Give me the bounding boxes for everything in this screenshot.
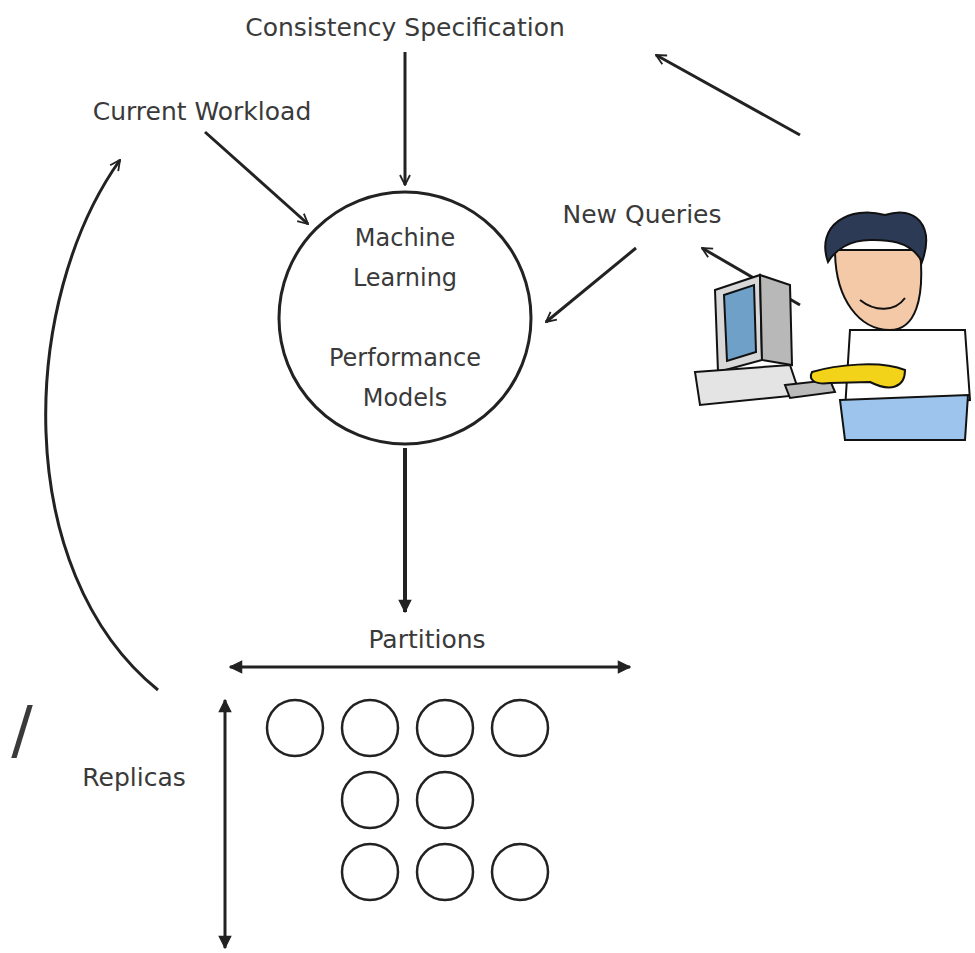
spec-label: Consistency Specification: [243, 13, 567, 43]
cut-glyph: /: [9, 692, 35, 769]
queries-arrow: [546, 248, 636, 322]
workload-arrow: [205, 132, 308, 224]
node-text: Machine Learning: [320, 218, 490, 298]
server-circle: [342, 772, 398, 828]
model-circle: Machine LearningPerformance Models: [277, 190, 533, 446]
user-illustration: [695, 212, 970, 440]
smile: [860, 298, 905, 309]
node-text: Performance Models: [320, 338, 490, 418]
workload-label: Current Workload: [91, 97, 314, 127]
glove: [811, 364, 905, 387]
partitions-label: Partitions: [366, 625, 487, 655]
partitions-arrow: [230, 666, 630, 669]
replica-grid: [267, 700, 548, 900]
server-circle: [417, 844, 473, 900]
circle-shape: [279, 192, 531, 444]
circle-content: Machine LearningPerformance Models: [277, 190, 533, 446]
user-spec-arrow: [656, 55, 800, 135]
hair: [825, 212, 926, 262]
replicas-label: Replicas: [80, 763, 187, 793]
server-circle: [342, 700, 398, 756]
server-circle: [492, 844, 548, 900]
server-circle: [492, 700, 548, 756]
face: [835, 250, 921, 330]
monitor-side: [760, 275, 792, 365]
output-arrow: [403, 448, 407, 612]
pants: [840, 395, 968, 440]
queries-label: New Queries: [560, 200, 723, 230]
spec-arrow: [404, 52, 407, 185]
monitor: [715, 275, 762, 372]
server-circle: [417, 772, 473, 828]
replicas-arrow: [224, 700, 227, 948]
server-circle: [417, 700, 473, 756]
server-circle: [267, 700, 323, 756]
monitor-screen: [724, 285, 756, 361]
feedback-arrow: [46, 160, 158, 690]
server-circle: [342, 844, 398, 900]
